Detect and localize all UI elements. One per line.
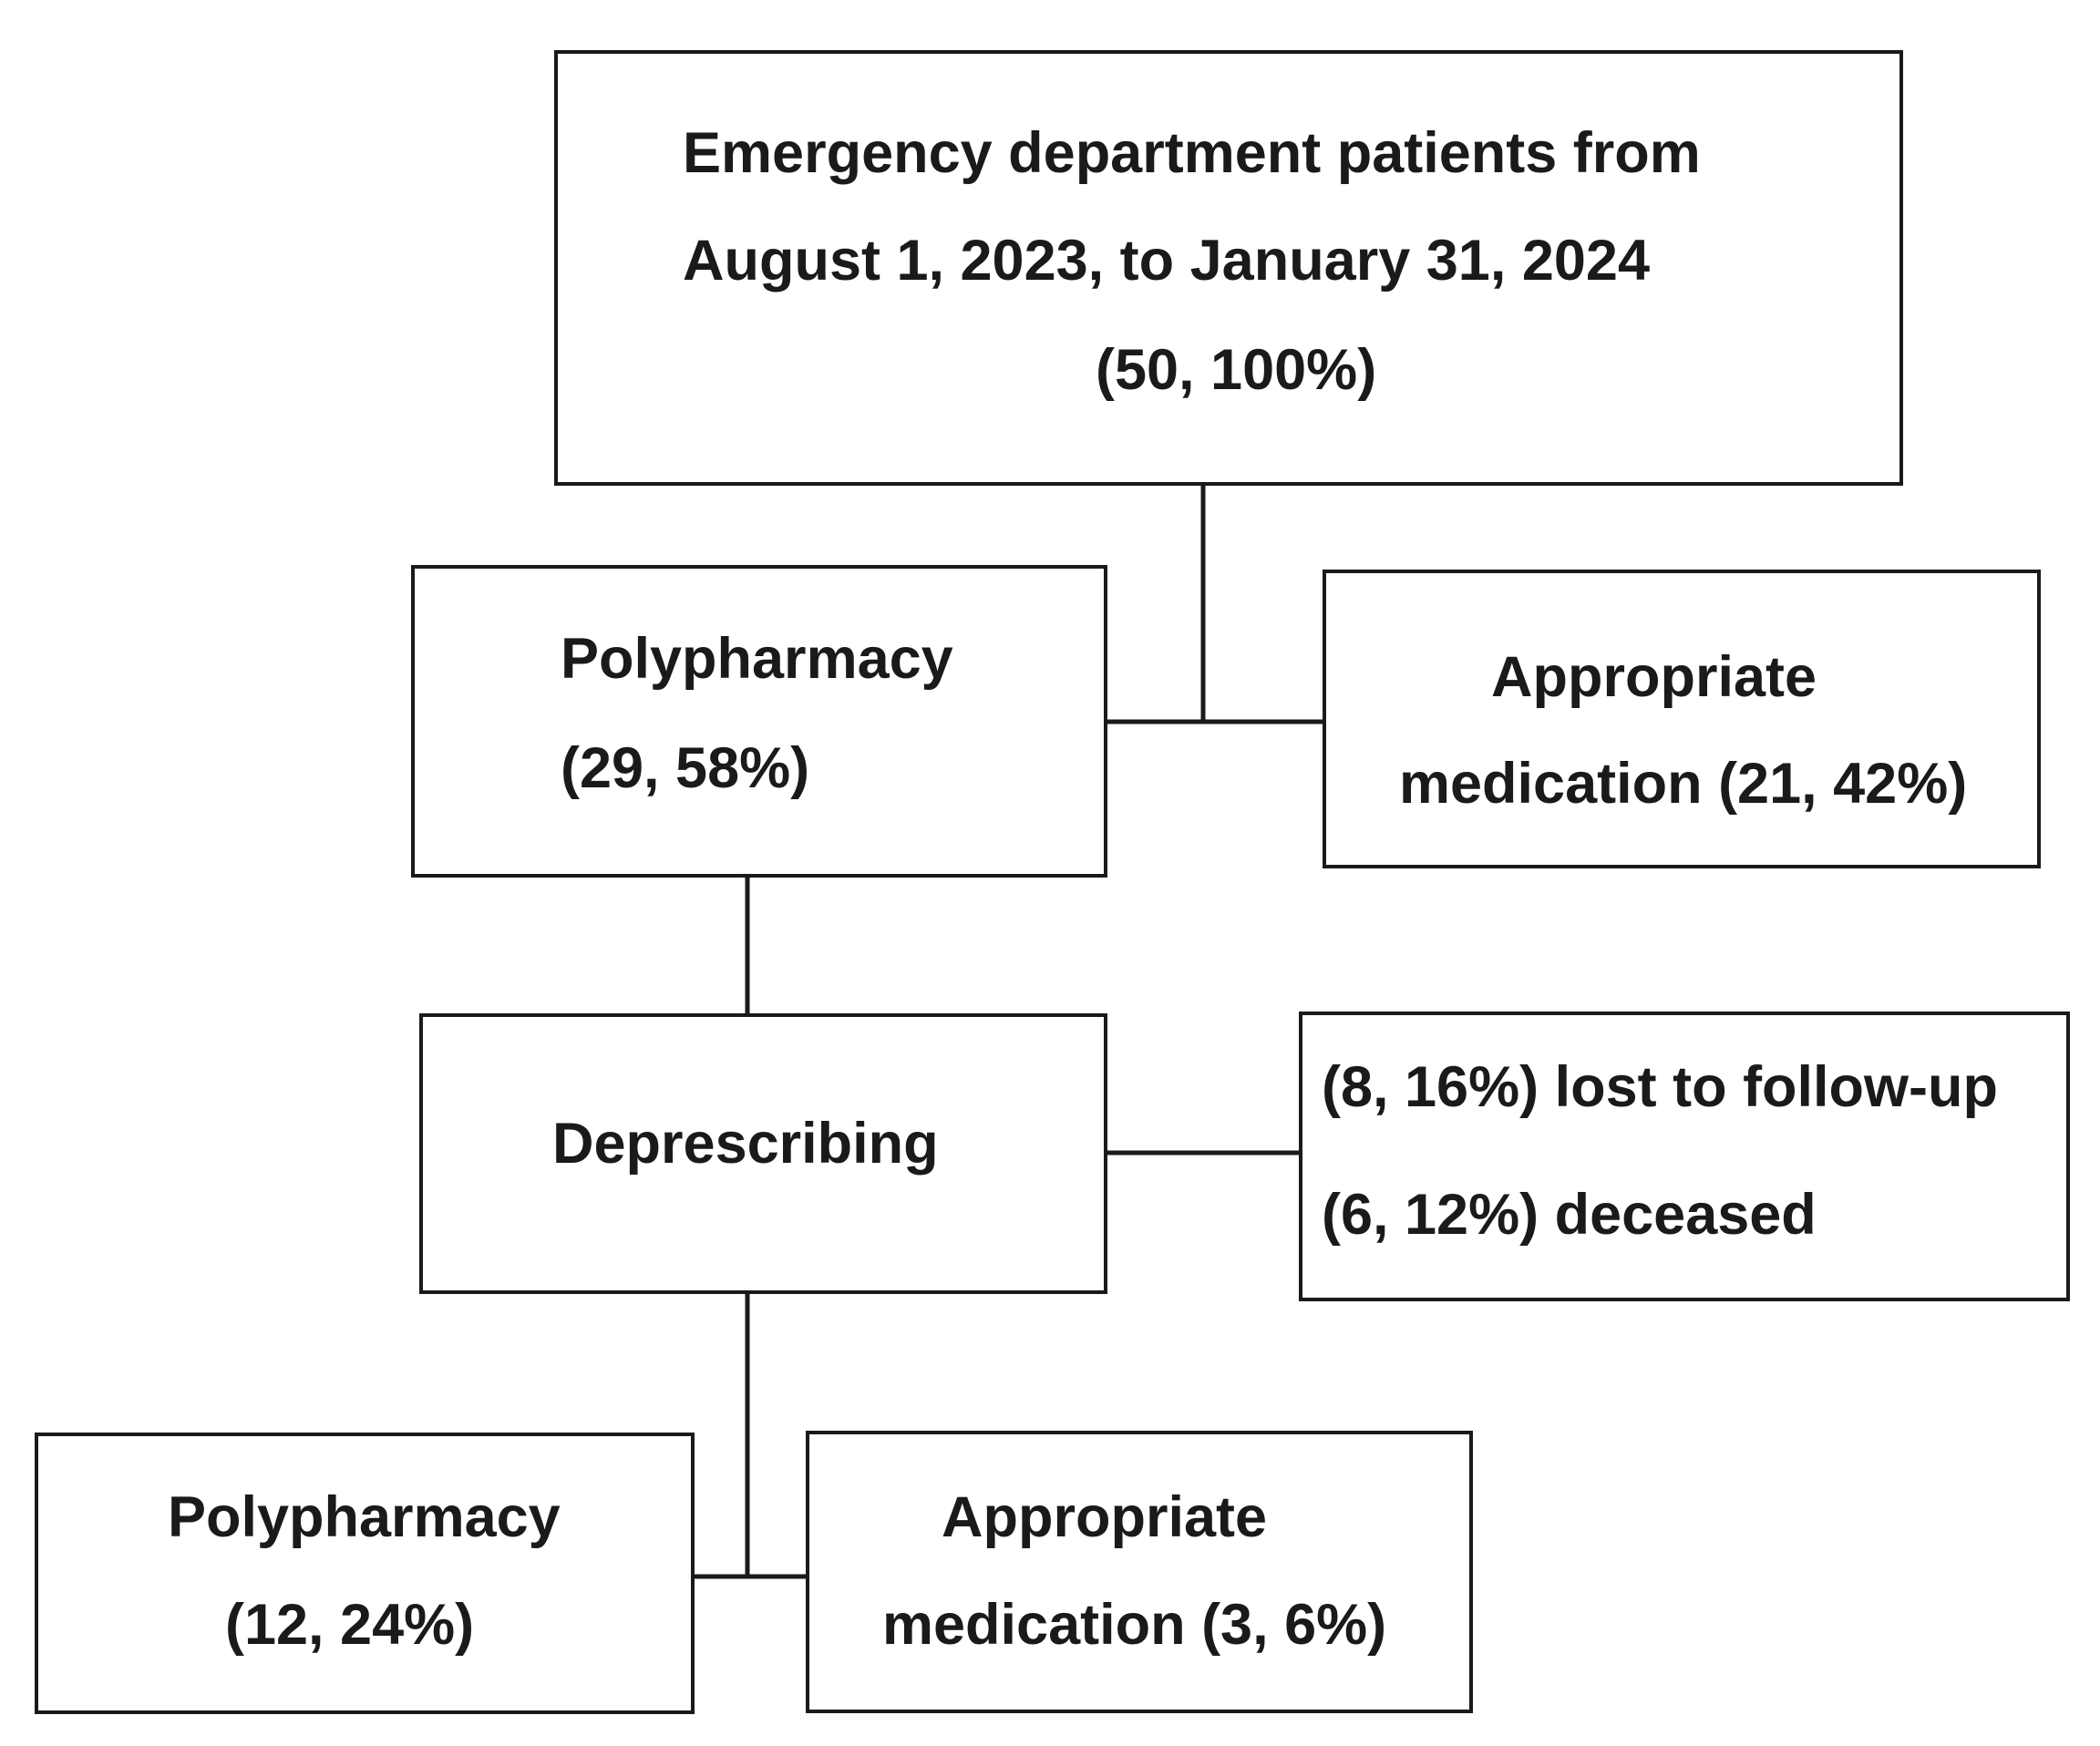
enrollment-line-2: August 1, 2023, to January 31, 2024 xyxy=(683,229,1651,293)
polypharmacy-initial-box: Polypharmacy (29, 58%) xyxy=(411,565,1107,878)
appropriate-final-box: Appropriate medication (3, 6%) xyxy=(806,1431,1473,1713)
polypharmacy-final-label: Polypharmacy xyxy=(168,1485,561,1549)
appropriate-initial-box: Appropriate medication (21, 42%) xyxy=(1323,570,2041,868)
appropriate-final-count: medication (3, 6%) xyxy=(882,1593,1387,1657)
appropriate-final-label: Appropriate xyxy=(942,1485,1268,1549)
deprescribing-box: Deprescribing xyxy=(419,1013,1107,1294)
appropriate-initial-count: medication (21, 42%) xyxy=(1399,752,1968,816)
enrollment-line-3: (50, 100%) xyxy=(1096,338,1377,402)
polypharmacy-final-box: Polypharmacy (12, 24%) xyxy=(35,1433,695,1714)
polypharmacy-initial-label: Polypharmacy xyxy=(561,627,953,691)
enrollment-line-1: Emergency department patients from xyxy=(683,121,1701,185)
enrollment-box: Emergency department patients from Augus… xyxy=(554,50,1903,486)
deprescribing-label: Deprescribing xyxy=(552,1112,939,1176)
deceased: (6, 12%) deceased xyxy=(1322,1183,1817,1247)
lost-to-follow-up: (8, 16%) lost to follow-up xyxy=(1322,1055,1998,1119)
excluded-box: (8, 16%) lost to follow-up (6, 12%) dece… xyxy=(1299,1012,2070,1301)
appropriate-initial-label: Appropriate xyxy=(1491,645,1817,709)
polypharmacy-initial-count: (29, 58%) xyxy=(561,736,810,800)
polypharmacy-final-count: (12, 24%) xyxy=(225,1593,475,1657)
